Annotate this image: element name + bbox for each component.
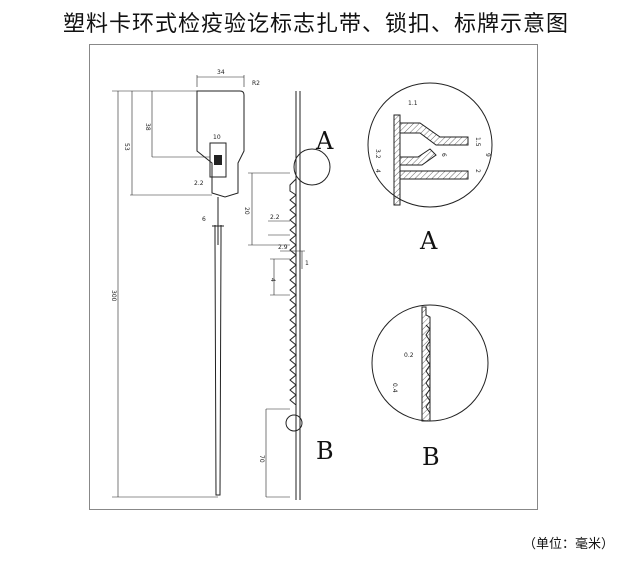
dim-b-04-label: 0.4 [391,383,398,393]
dim-tag-height [130,90,212,196]
label-a-detail: A [419,227,438,255]
dim-a-32-label: 3.2 [374,149,381,159]
technical-drawing: 34 R2 53 38 10 2.2 6 300 [89,44,538,510]
dim-6-label: 6 [202,216,206,223]
drawing-canvas: 34 R2 53 38 10 2.2 6 300 [110,69,493,500]
dim-22-rack-label: 2.2 [270,214,280,221]
dim-4-label: 4 [269,278,276,282]
dim-10-label: 10 [213,134,221,141]
rack-side-view [285,91,331,500]
dim-a-4-label: 4 [374,169,381,173]
dim-strap-length [112,90,218,498]
dim-a-6-label: 6 [440,153,447,157]
label-b-detail: B [422,443,440,471]
label-b: B [316,437,334,465]
dim-38-label: 38 [144,123,151,131]
page-title: 塑料卡环式检疫验讫标志扎带、锁扣、标牌示意图 [62,12,569,37]
dim-1-label: 1 [305,260,309,267]
dim-70-label: 70 [258,455,265,463]
dim-tag-width [196,75,245,87]
dim-34-label: 34 [217,69,225,76]
dim-a-9-label: 9 [484,153,491,157]
dim-300-label: 300 [110,290,117,302]
dim-rack [248,172,305,498]
dim-29-label: 2.9 [278,244,288,251]
detail-b [371,304,489,422]
dim-a-15-label: 1.5 [474,137,481,147]
dim-20-label: 20 [243,207,250,215]
unit-note: （单位：毫米） [522,537,614,552]
tag-plate [196,90,245,245]
dim-b-02-label: 0.2 [404,352,414,359]
strap [212,225,224,496]
dim-r2-label: R2 [252,80,260,87]
dim-22-lock-label: 2.2 [194,180,204,187]
dim-a-11-label: 1.1 [408,100,418,107]
dim-53-label: 53 [123,143,130,151]
label-a: A [315,127,334,155]
detail-a [367,82,493,208]
dim-a-2-label: 2 [474,169,481,173]
